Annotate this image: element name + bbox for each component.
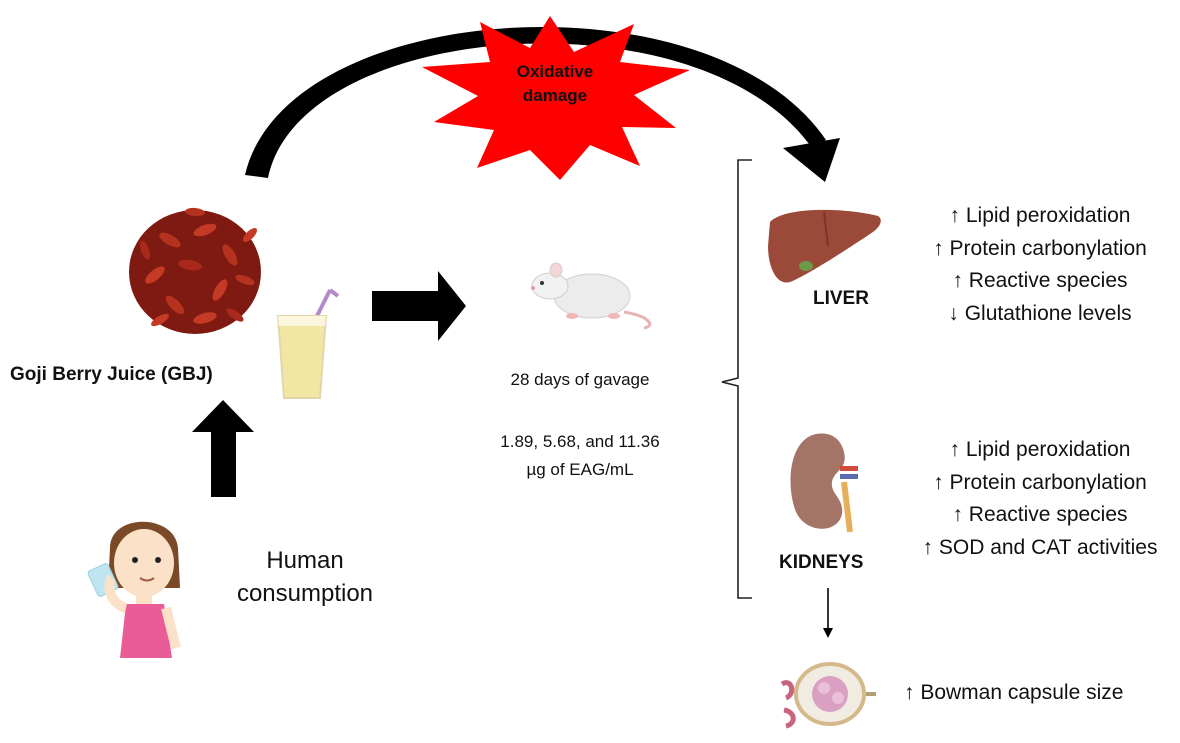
- rat-icon: [531, 262, 652, 330]
- curved-arrow-head: [783, 138, 840, 182]
- kidney-effect-2: ↑ Protein carbonylation: [933, 470, 1147, 494]
- kidney-effects: ↑ Lipid peroxidation ↑ Protein carbonyla…: [905, 434, 1175, 564]
- dose-line2: µg of EAG/mL: [526, 460, 634, 479]
- oxidative-damage-label: Oxidative damage: [490, 60, 620, 108]
- oxidative-starburst: [422, 16, 690, 180]
- kidney-effect-4: ↑ SOD and CAT activities: [922, 535, 1158, 559]
- up-arrow: [192, 400, 254, 497]
- dose-label: 1.89, 5.68, and 11.36 µg of EAG/mL: [470, 428, 690, 484]
- human-label-line1: Human: [266, 547, 344, 574]
- human-label-line2: consumption: [236, 580, 374, 607]
- kidney-effect-1: ↑ Lipid peroxidation: [949, 438, 1131, 461]
- bracket: [721, 159, 752, 599]
- liver-effect-2: ↑ Protein carbonylation: [933, 236, 1147, 260]
- glomerulus-icon: [780, 662, 876, 729]
- down-arrow-head: [823, 628, 833, 638]
- dose-line1: 1.89, 5.68, and 11.36: [500, 432, 660, 451]
- curved-arrow: [245, 26, 826, 179]
- bowman-effect: ↑ Bowman capsule size: [904, 681, 1124, 704]
- oxidative-label-line2: damage: [522, 86, 588, 105]
- kidney-icon: [790, 433, 858, 533]
- right-arrow: [372, 271, 466, 341]
- liver-effect-3: ↑ Reactive species: [952, 269, 1128, 292]
- gavage-days-label: 28 days of gavage: [510, 370, 650, 389]
- oxidative-label-line1: Oxidative: [516, 62, 594, 81]
- liver-effect-1: ↑ Lipid peroxidation: [949, 204, 1131, 227]
- liver-icon: [768, 209, 881, 283]
- liver-effects: ↑ Lipid peroxidation ↑ Protein carbonyla…: [905, 200, 1175, 330]
- juice-glass-icon: [276, 288, 340, 399]
- kidney-effect-3: ↑ Reactive species: [952, 503, 1128, 526]
- kidneys-label: KIDNEYS: [779, 552, 864, 573]
- goji-berries-icon: [129, 207, 261, 334]
- liver-label: LIVER: [813, 288, 869, 309]
- woman-drinking-icon: [87, 521, 181, 658]
- human-consumption-label: Human consumption: [230, 544, 380, 610]
- gbj-label: Goji Berry Juice (GBJ): [10, 364, 213, 385]
- liver-effect-4: ↓ Glutathione levels: [948, 301, 1132, 325]
